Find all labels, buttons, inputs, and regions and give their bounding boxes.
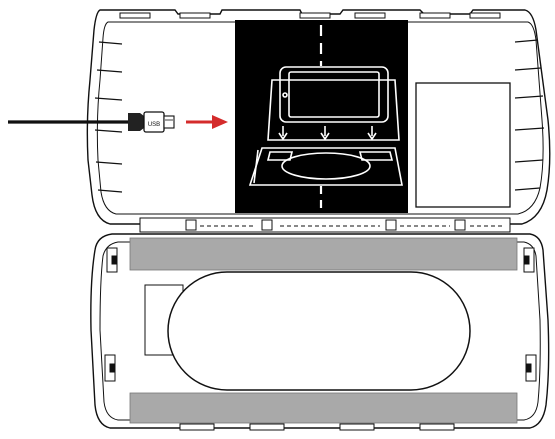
base-corner-clips bbox=[104, 247, 537, 382]
card-slot bbox=[415, 82, 511, 208]
bottom-grip-pad bbox=[129, 392, 518, 424]
top-grip-pad bbox=[129, 237, 518, 271]
phone-in-case-drawing bbox=[248, 66, 403, 186]
lid-left-ribs bbox=[94, 41, 123, 193]
base-bottom-tabs bbox=[179, 423, 455, 431]
lid-top-tabs bbox=[119, 12, 501, 19]
charging-oval bbox=[167, 271, 471, 391]
hinge-row bbox=[139, 217, 511, 233]
down-arrow-icon bbox=[278, 126, 288, 141]
phone-icon bbox=[279, 66, 389, 123]
usb-label: USB bbox=[148, 122, 160, 128]
usb-cable-icon: USB bbox=[8, 111, 175, 133]
lid-right-ribs bbox=[514, 39, 545, 191]
arrow-right-icon bbox=[186, 115, 228, 129]
